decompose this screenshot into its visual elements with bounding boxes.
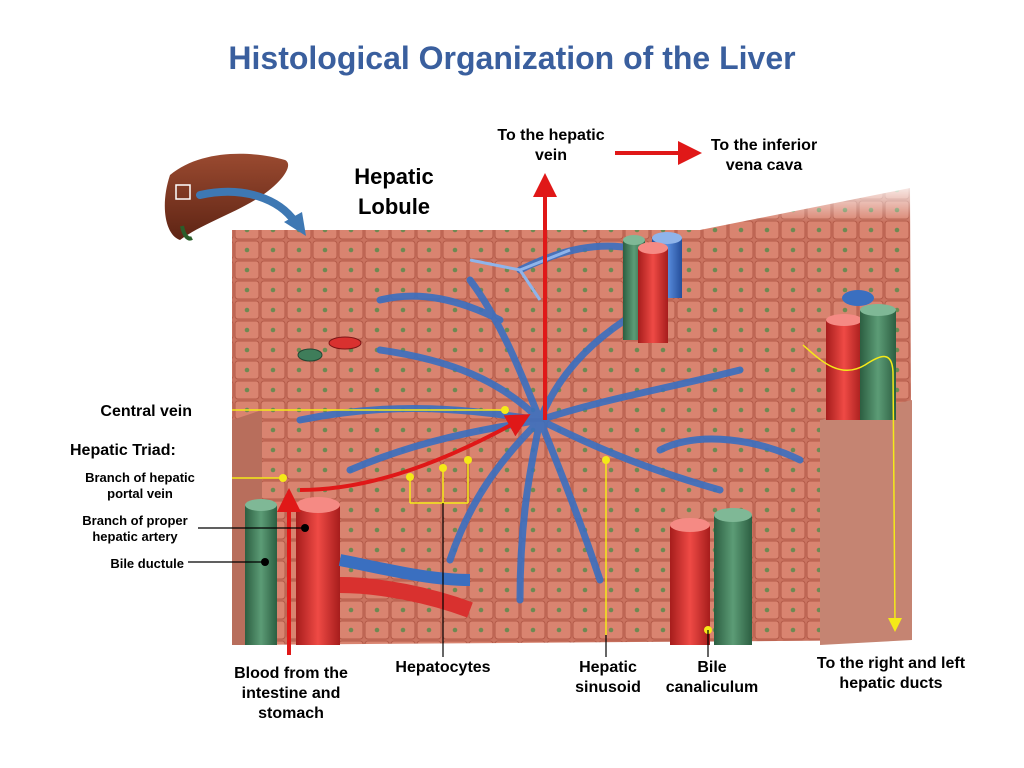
artery-branch-label: Branch of proper hepatic artery (82, 513, 188, 544)
hepatic-lobule-label: Hepatic Lobule (354, 164, 434, 219)
to-hepatic-vein-label: To the hepatic vein (497, 127, 605, 164)
bile-canaliculum-label: Bile canaliculum (665, 659, 759, 696)
hepatocytes-label: Hepatocytes (395, 659, 491, 676)
liver-icon (164, 153, 289, 241)
page-title: Histological Organization of the Liver (228, 40, 796, 76)
pointer-dots (279, 406, 712, 634)
central-vein-label: Central vein (100, 403, 192, 420)
curved-arrow-icon (196, 187, 306, 236)
leader-lines (188, 503, 709, 657)
to-ducts-label: To the right and left hepatic ducts (816, 655, 966, 692)
cut-vessels (297, 290, 874, 362)
central-vein-star (469, 248, 571, 301)
bile-flow-arrowhead (888, 618, 902, 632)
pointer-lines (232, 344, 896, 635)
blood-flow-arrows (277, 141, 702, 655)
blood-from-label: Blood from the intestine and stomach (234, 665, 348, 722)
bile-ductule-label: Bile ductule (110, 556, 184, 571)
to-ivc-label: To the inferior vena cava (710, 137, 818, 174)
leader-dots (261, 524, 309, 566)
hepatic-triad-label: Hepatic Triad: (70, 442, 176, 459)
vessel-tubes (245, 232, 896, 645)
portal-vein-branch-label: Branch of hepatic portal vein (85, 470, 195, 501)
sinusoid-label: Hepatic sinusoid (575, 659, 641, 696)
